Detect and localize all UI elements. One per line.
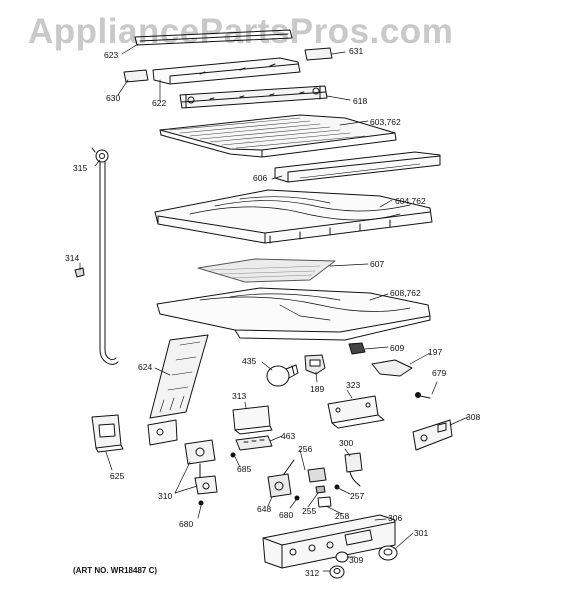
label-463: 463 xyxy=(281,431,296,441)
label-314: 314 xyxy=(65,253,80,263)
part-315-tube xyxy=(91,147,119,365)
part-301-knob xyxy=(378,545,398,561)
label-631: 631 xyxy=(349,46,364,56)
label-255: 255 xyxy=(302,506,317,516)
label-315: 315 xyxy=(73,163,88,173)
label-679: 679 xyxy=(432,368,447,378)
label-256: 256 xyxy=(298,444,313,454)
part-625-switch xyxy=(91,414,124,453)
part-435-bulb xyxy=(266,364,299,387)
part-679-screw xyxy=(415,392,431,399)
part-680-screw xyxy=(198,495,300,506)
label-306: 306 xyxy=(388,513,403,523)
watermark-text: AppliancePartsPros.com xyxy=(28,12,454,51)
part-606-drawer-front xyxy=(274,151,441,183)
part-463-strip xyxy=(235,435,273,451)
label-608: 608,762 xyxy=(390,288,421,298)
label-313: 313 xyxy=(232,391,247,401)
part-309-knob xyxy=(335,551,349,563)
art-number: (ART NO. WR18487 C) xyxy=(73,566,158,575)
label-623: 623 xyxy=(104,50,119,60)
label-258: 258 xyxy=(335,511,350,521)
part-604-pan xyxy=(154,189,433,244)
label-435: 435 xyxy=(242,356,257,366)
label-308: 308 xyxy=(466,412,481,422)
label-323: 323 xyxy=(346,380,361,390)
part-609-clip xyxy=(348,342,366,355)
part-618-housing xyxy=(179,85,328,109)
part-197-insulation xyxy=(371,359,413,377)
part-631-pad xyxy=(304,47,333,61)
label-625: 625 xyxy=(110,471,125,481)
part-258-clip xyxy=(317,496,332,508)
part-624-shield xyxy=(147,334,209,446)
label-680-upper: 680 xyxy=(279,510,294,520)
part-310-assembly xyxy=(184,439,218,495)
label-607: 607 xyxy=(370,259,385,269)
part-312-knob xyxy=(329,565,345,579)
label-604: 604,762 xyxy=(395,196,426,206)
label-300: 300 xyxy=(339,438,354,448)
label-312: 312 xyxy=(305,568,320,578)
label-618: 618 xyxy=(353,96,368,106)
part-314-clip xyxy=(74,267,85,278)
label-685: 685 xyxy=(237,464,252,474)
part-607-mesh xyxy=(197,258,336,283)
label-301: 301 xyxy=(414,528,429,538)
label-309: 309 xyxy=(349,555,364,565)
part-603-shelf xyxy=(159,114,397,158)
leader-lines xyxy=(79,43,469,572)
part-608-pan xyxy=(156,287,431,341)
part-630-pad xyxy=(123,69,149,83)
part-313-box xyxy=(232,405,273,435)
label-606: 606 xyxy=(253,173,268,183)
part-306-housing xyxy=(262,514,396,569)
part-323-bracket xyxy=(327,395,385,429)
label-609: 609 xyxy=(390,343,405,353)
label-648: 648 xyxy=(257,504,272,514)
label-622: 622 xyxy=(152,98,167,108)
part-623-rail xyxy=(134,29,293,46)
label-189: 189 xyxy=(310,384,325,394)
part-622-cover xyxy=(152,57,301,85)
label-310: 310 xyxy=(158,491,173,501)
part-189-socket xyxy=(304,354,326,375)
part-255-clip xyxy=(315,485,326,494)
part-648-switch xyxy=(267,459,295,498)
part-308-plate xyxy=(412,419,453,451)
label-603: 603,762 xyxy=(370,117,401,127)
label-197: 197 xyxy=(428,347,443,357)
label-624: 624 xyxy=(138,362,153,372)
label-257: 257 xyxy=(350,491,365,501)
part-300-harness xyxy=(344,452,363,487)
part-685-screw xyxy=(230,452,236,458)
label-630: 630 xyxy=(106,93,121,103)
label-680-lower: 680 xyxy=(179,519,194,529)
part-256-connector xyxy=(307,467,327,483)
